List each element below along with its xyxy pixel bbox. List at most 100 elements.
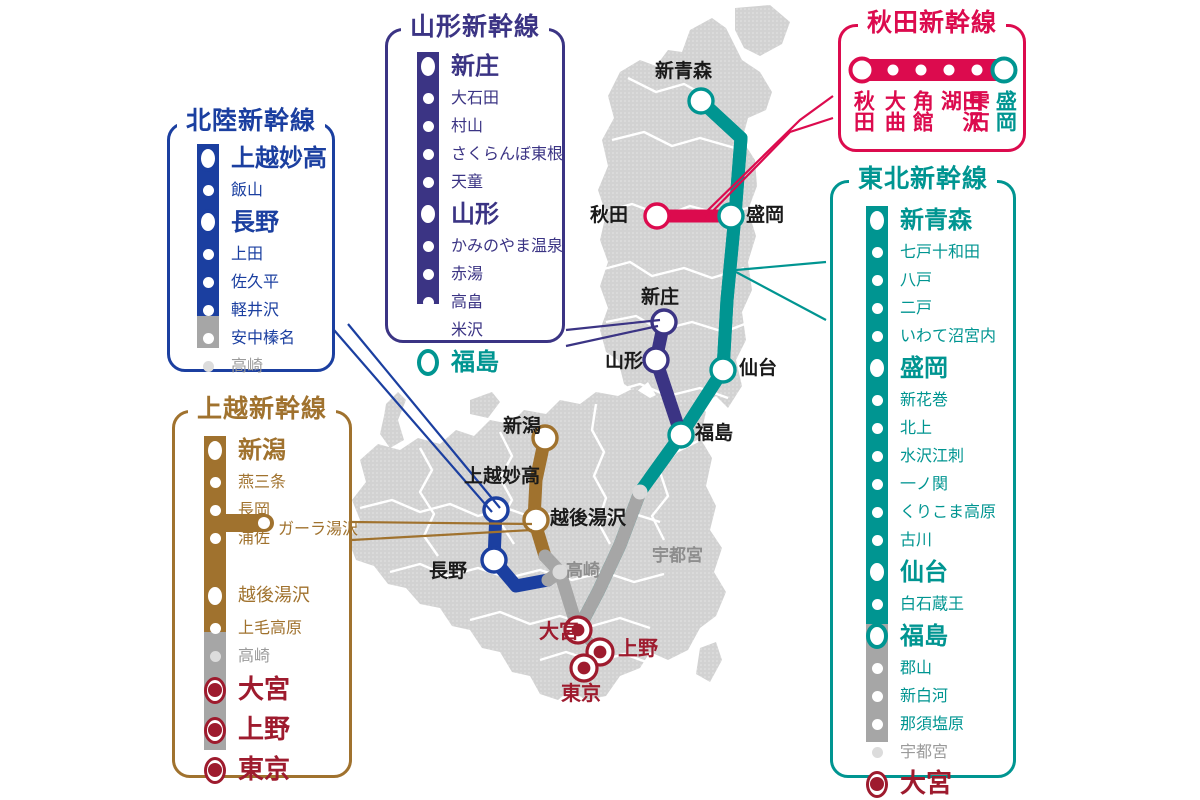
station-label: 新青森	[900, 206, 972, 234]
station-dot	[417, 87, 439, 109]
station-row[interactable]: 大宮	[866, 766, 996, 800]
station-row[interactable]: 福島	[866, 618, 996, 654]
station-row[interactable]: いわて沼宮内	[866, 322, 996, 350]
station-row[interactable]: 佐久平	[197, 268, 327, 296]
station-row[interactable]: 高崎	[197, 352, 327, 380]
station-row[interactable]: 飯山	[197, 176, 327, 204]
station-label: 福島	[900, 622, 948, 650]
station-row[interactable]: 越後湯沢	[204, 578, 310, 614]
station-row[interactable]: 東京	[204, 750, 310, 790]
station-label: 二戸	[900, 298, 933, 317]
station-dot	[204, 499, 226, 521]
station-row[interactable]: 高崎	[204, 642, 310, 670]
station-row[interactable]: 一ノ関	[866, 470, 996, 498]
station-label: 高畠	[451, 292, 484, 311]
station-row[interactable]: 上越妙高	[197, 140, 327, 176]
station-row[interactable]: 軽井沢	[197, 296, 327, 324]
panel-border	[838, 24, 1026, 152]
map-label-tokyo: 東京	[561, 681, 601, 705]
station-row[interactable]: くりこま高原	[866, 498, 996, 526]
map-label-morioka: 盛岡	[746, 204, 785, 226]
station-dot-terminal	[848, 56, 876, 84]
station-dot-terminal	[417, 52, 439, 80]
station-label: 新花巻	[900, 390, 949, 409]
station-dot-gala	[258, 517, 270, 529]
station-label: 越後湯沢	[238, 585, 310, 606]
station-row[interactable]: 上田	[197, 240, 327, 268]
station-dot-gray	[204, 645, 226, 667]
station-dot	[417, 263, 439, 285]
station-row[interactable]: 仙台	[866, 554, 996, 590]
station-label: 北上	[900, 418, 933, 437]
station-row[interactable]: 七戸十和田	[866, 238, 996, 266]
station-row[interactable]: 新花巻	[866, 386, 996, 414]
branch-spacer	[204, 552, 310, 578]
station-label: さくらんぼ東根	[451, 144, 564, 163]
station-dot	[866, 657, 888, 679]
station-label: 長岡	[238, 500, 271, 519]
station-row[interactable]: さくらんぼ東根	[417, 140, 563, 168]
station-label: 雫石	[966, 90, 991, 132]
station-label: 宇都宮	[900, 742, 949, 761]
station-dot	[417, 143, 439, 165]
station-row[interactable]: 新白河	[866, 682, 996, 710]
station-label: 仙台	[900, 558, 948, 586]
station-row[interactable]: 燕三条	[204, 468, 310, 496]
panel-tohoku[interactable]: 東北新幹線 新青森 七戸十和田 八戸 二戸 いわて沼宮内 盛岡 新花巻 北上 水…	[830, 164, 1016, 798]
station-row[interactable]: 郡山	[866, 654, 996, 682]
panel-joetsu[interactable]: 上越新幹線 ガーラ湯沢 新潟 燕三条 長岡 浦佐 越後湯沢	[172, 394, 358, 784]
map-label-akita: 秋田	[590, 204, 629, 226]
station-label: 大曲	[882, 90, 907, 132]
station-row[interactable]: 水沢江刺	[866, 442, 996, 470]
station-dot	[866, 297, 888, 319]
panel-akita[interactable]: 秋田新幹線 秋田 大曲 角館 田沢湖 雫石 盛岡	[838, 8, 1026, 152]
panel-title-yamagata: 山形新幹線	[400, 12, 550, 42]
station-label: 古川	[900, 530, 933, 549]
station-dot	[866, 241, 888, 263]
station-row[interactable]: 大石田	[417, 84, 563, 112]
station-row[interactable]: 新潟	[204, 432, 310, 468]
station-label: 新潟	[238, 436, 286, 464]
station-row[interactable]: 宇都宮	[866, 738, 996, 766]
station-row[interactable]: 新青森	[866, 202, 996, 238]
station-dot	[866, 473, 888, 495]
station-row[interactable]: 赤湯	[417, 260, 563, 288]
panel-hokuriku[interactable]: 北陸新幹線 上越妙高 飯山 長野 上田	[167, 106, 335, 374]
station-row[interactable]: 上野	[204, 710, 310, 750]
station-row[interactable]: 福島	[417, 344, 563, 380]
station-row[interactable]: 浦佐	[204, 524, 310, 552]
station-row[interactable]: 盛岡	[866, 350, 996, 386]
station-row[interactable]: 村山	[417, 112, 563, 140]
station-dot-gray	[197, 355, 219, 377]
station-row[interactable]: 新庄	[417, 48, 563, 84]
station-row[interactable]: 大宮	[204, 670, 310, 710]
station-row[interactable]: 白石蔵王	[866, 590, 996, 618]
leader-hokuriku	[333, 329, 493, 513]
panel-yamagata[interactable]: 山形新幹線 新庄 大石田 村山 さくらんぼ東根	[385, 12, 565, 376]
station-row[interactable]: 長野	[197, 204, 327, 240]
station-dot-terminal	[417, 348, 439, 376]
station-label: 赤湯	[451, 264, 484, 283]
station-row[interactable]: 安中榛名	[197, 324, 327, 352]
map-label-utsunomiya: 宇都宮	[652, 546, 703, 566]
station-label: 軽井沢	[231, 300, 280, 319]
station-row[interactable]: 古川	[866, 526, 996, 554]
station-label: 新庄	[451, 52, 499, 80]
station-row[interactable]: 山形	[417, 196, 563, 232]
station-row[interactable]: 米沢	[417, 316, 563, 344]
station-label: 東京	[238, 755, 291, 785]
map-label-ueno: 上野	[618, 636, 658, 660]
station-row[interactable]: 長岡	[204, 496, 310, 524]
station-row[interactable]: 高畠	[417, 288, 563, 316]
station-row[interactable]: 八戸	[866, 266, 996, 294]
station-row[interactable]: 二戸	[866, 294, 996, 322]
station-row[interactable]: 天童	[417, 168, 563, 196]
station-dot	[866, 593, 888, 615]
station-row[interactable]: かみのやま温泉	[417, 232, 563, 260]
station-dot	[887, 64, 899, 76]
station-dot	[204, 527, 226, 549]
station-row[interactable]: 上毛高原	[204, 614, 310, 642]
station-row[interactable]: 北上	[866, 414, 996, 442]
station-row[interactable]: 那須塩原	[866, 710, 996, 738]
station-label: 長野	[231, 208, 279, 236]
